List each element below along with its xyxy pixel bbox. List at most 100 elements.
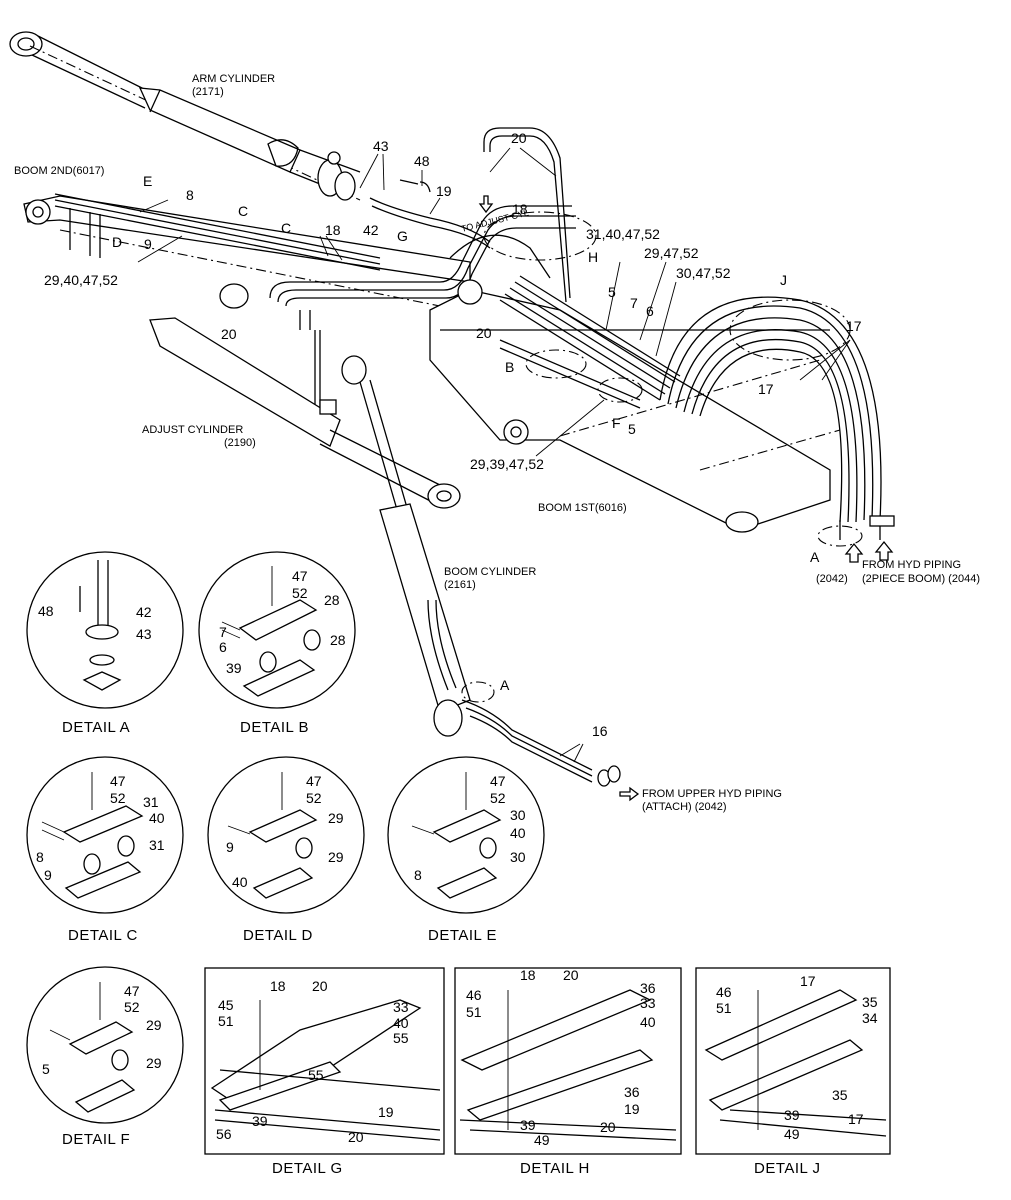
callout-20-left: 20 <box>221 326 237 342</box>
detail-j-label-2: 46 <box>716 984 732 1000</box>
detail-h-label-6: 33 <box>640 995 656 1011</box>
detail-f-drawing <box>26 966 184 1124</box>
callout-g: G <box>397 228 408 244</box>
callout-d: D <box>112 234 122 250</box>
detail-c-label-6: 8 <box>36 849 44 865</box>
boom-cylinder-drawing <box>341 355 621 787</box>
callout-a-cyl: A <box>500 677 510 693</box>
callout-e: E <box>143 173 152 189</box>
detail-d-label-4: 9 <box>226 839 234 855</box>
callout-7: 7 <box>630 295 638 311</box>
callout-j: J <box>780 272 787 288</box>
pipe-bundle-boom1 <box>483 211 681 409</box>
detail-c-label-4: 40 <box>149 810 165 826</box>
callout-20-top: 20 <box>511 130 527 146</box>
callout-5a: 5 <box>608 284 616 300</box>
callout-8: 8 <box>186 187 194 203</box>
detail-h-label-10: 20 <box>600 1119 616 1135</box>
callout-16: 16 <box>592 723 608 739</box>
detail-c-label-7: 9 <box>44 867 52 883</box>
callout-c2: C <box>281 220 291 236</box>
detail-j-drawing <box>695 967 891 1155</box>
detail-c-drawing <box>26 756 184 914</box>
callout-42: 42 <box>363 222 379 238</box>
detail-f-label-5: 29 <box>146 1055 162 1071</box>
boom-1st-drawing <box>429 234 841 533</box>
detail-g-drawing <box>204 967 445 1155</box>
leader-lines <box>137 147 851 763</box>
detail-b-label-2: 52 <box>292 585 308 601</box>
detail-g-label-2: 20 <box>312 978 328 994</box>
detail-h-label-7: 40 <box>640 1014 656 1030</box>
detail-d-label-5: 29 <box>328 849 344 865</box>
detail-j-label-3: 51 <box>716 1000 732 1016</box>
detail-e-label-6: 30 <box>510 849 526 865</box>
detail-a-label-1: 48 <box>38 603 54 619</box>
callout-17a: 17 <box>846 318 862 334</box>
hose-bundle-j <box>659 296 895 547</box>
callout-18-top: 18 <box>512 201 528 217</box>
detail-c-label-3: 31 <box>143 794 159 810</box>
detail-h-label-9: 19 <box>624 1101 640 1117</box>
callout-31-40-47-52: 31,40,47,52 <box>586 226 660 242</box>
detail-a-label-3: 43 <box>136 626 152 642</box>
detail-g-label-4: 51 <box>218 1013 234 1029</box>
label-boom-2nd: BOOM 2ND(6017) <box>14 165 104 177</box>
detail-j-caption: DETAIL J <box>754 1160 821 1177</box>
detail-g-label-5: 33 <box>393 999 409 1015</box>
detail-g-label-7: 55 <box>393 1030 409 1046</box>
label-arm-cylinder: ARM CYLINDER <box>192 73 275 85</box>
detail-c-label-2: 52 <box>110 790 126 806</box>
callout-6: 6 <box>646 303 654 319</box>
callout-f: F <box>612 415 621 431</box>
callout-19: 19 <box>436 183 452 199</box>
detail-e-caption: DETAIL E <box>428 927 497 944</box>
label-boom-1st: BOOM 1ST(6016) <box>538 502 627 514</box>
detail-g-label-11: 39 <box>252 1113 268 1129</box>
callout-18-mid: 18 <box>325 222 341 238</box>
detail-j-label-7: 17 <box>848 1111 864 1127</box>
detail-d-caption: DETAIL D <box>243 927 313 944</box>
detail-h-label-3: 46 <box>466 987 482 1003</box>
detail-h-label-2: 20 <box>563 967 579 983</box>
detail-a-drawing <box>26 551 184 709</box>
detail-h-label-4: 51 <box>466 1004 482 1020</box>
callout-a-right: A <box>810 549 820 565</box>
detail-e-label-5: 8 <box>414 867 422 883</box>
detail-j-label-9: 49 <box>784 1126 800 1142</box>
detail-f-label-3: 29 <box>146 1017 162 1033</box>
flow-arrows <box>478 195 894 802</box>
detail-e-label-1: 47 <box>490 773 506 789</box>
callout-29-39-47-52: 29,39,47,52 <box>470 456 544 472</box>
pipe-runs-upper <box>269 127 576 410</box>
detail-d-label-2: 52 <box>306 790 322 806</box>
detail-d-label-1: 47 <box>306 773 322 789</box>
detail-e-label-4: 40 <box>510 825 526 841</box>
detail-h-label-5: 36 <box>640 980 656 996</box>
detail-j-label-5: 34 <box>862 1010 878 1026</box>
detail-d-label-6: 40 <box>232 874 248 890</box>
label-adjust-cylinder-code: (2190) <box>224 437 256 449</box>
detail-h-label-12: 49 <box>534 1132 550 1148</box>
detail-d-label-3: 29 <box>328 810 344 826</box>
detail-g-label-9: 19 <box>378 1104 394 1120</box>
label-from-hyd-piping: FROM HYD PIPING <box>862 559 961 571</box>
detail-b-label-7: 39 <box>226 660 242 676</box>
detail-h-label-1: 18 <box>520 967 536 983</box>
detail-h-label-8: 36 <box>624 1084 640 1100</box>
callout-29-40-47-52: 29,40,47,52 <box>44 272 118 288</box>
detail-g-caption: DETAIL G <box>272 1160 343 1177</box>
detail-c-label-1: 47 <box>110 773 126 789</box>
callout-20-mid: 20 <box>476 325 492 341</box>
detail-b-label-4: 7 <box>219 624 227 640</box>
detail-d-drawing <box>207 756 365 914</box>
detail-f-label-4: 5 <box>42 1061 50 1077</box>
detail-g-label-1: 18 <box>270 978 286 994</box>
detail-c-label-5: 31 <box>149 837 165 853</box>
adjust-cylinder-drawing <box>149 283 461 509</box>
callout-b: B <box>505 359 514 375</box>
detail-j-label-1: 17 <box>800 973 816 989</box>
callout-48: 48 <box>414 153 430 169</box>
